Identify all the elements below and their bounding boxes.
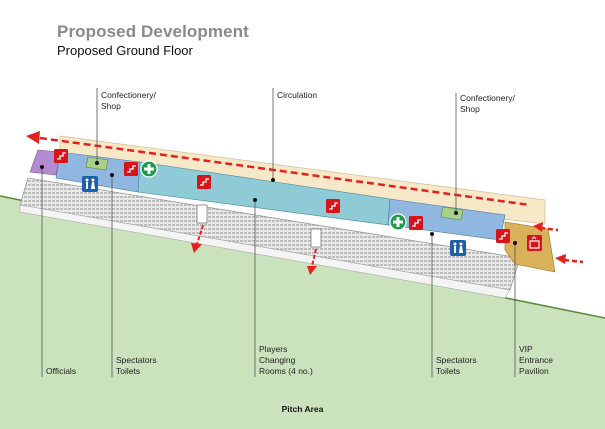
officials-zone [29, 149, 61, 176]
leader-dot [454, 211, 458, 215]
leader-dot [513, 241, 517, 245]
toilets-icon [82, 176, 98, 192]
first-aid-icon [140, 160, 158, 178]
circulation-path [39, 136, 531, 207]
label-players-changing: Players Changing Rooms (4 no.) [259, 344, 313, 376]
label-vip-entrance: VIP Entrance Pavilion [519, 344, 554, 376]
exit-arrow-icon [555, 254, 566, 264]
leader-dot [253, 198, 257, 202]
leader-dot [95, 161, 99, 165]
stairs-icon [124, 162, 138, 176]
label-officials: Officials [46, 366, 77, 376]
label-spectators-toilets-right: Spectators Toilets [436, 355, 477, 376]
stairs-icon [409, 216, 423, 230]
page-subtitle: Proposed Ground Floor [57, 43, 193, 58]
stand-base [19, 204, 511, 299]
exit-arrow-icon [533, 222, 543, 232]
entry-path-top [539, 226, 559, 232]
label-pitch-area: Pitch Area [281, 404, 324, 414]
leader-dot [40, 165, 44, 169]
label-confectionery-right: Confectionery/ Shop [460, 93, 515, 114]
leader-dot [110, 173, 114, 177]
tunnel-right [310, 228, 322, 248]
leader-dot [271, 178, 275, 182]
exit-arrow-icon [191, 243, 202, 253]
label-confectionery-left: Confectionery/ Shop [101, 90, 156, 111]
entry-path-bottom [563, 258, 584, 264]
pitch-area [0, 196, 605, 429]
stairs-icon [326, 199, 340, 213]
stairs-icon [197, 175, 211, 189]
stairs-icon [496, 229, 510, 243]
lift-icon [527, 235, 542, 251]
exit-arrow-icon [26, 131, 40, 144]
stairs-icon [54, 149, 68, 163]
exit-arrow-icon [307, 266, 317, 275]
first-aid-icon [389, 213, 407, 231]
tunnel-exit-path-left [196, 224, 204, 245]
label-spectators-toilets-left: Spectators Toilets [116, 355, 157, 376]
leader-dot [430, 232, 434, 236]
tunnel-exit-path-right [311, 248, 317, 267]
tunnel-left [196, 204, 208, 224]
page-title: Proposed Development [57, 22, 249, 41]
toilets-icon [450, 240, 466, 256]
label-circulation: Circulation [277, 90, 318, 100]
